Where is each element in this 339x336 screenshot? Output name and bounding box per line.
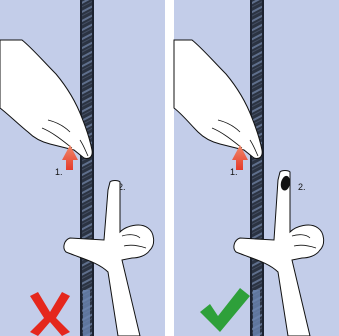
step-1-label: 1. [230, 167, 238, 177]
panel-incorrect: 1. 2. [0, 0, 165, 336]
panel-divider [165, 0, 174, 336]
panel-correct: 1. 2. [174, 0, 339, 336]
rope [80, 0, 94, 336]
step-2-label: 2. [298, 182, 306, 192]
rope [250, 0, 264, 336]
step-1-label: 1. [55, 167, 63, 177]
